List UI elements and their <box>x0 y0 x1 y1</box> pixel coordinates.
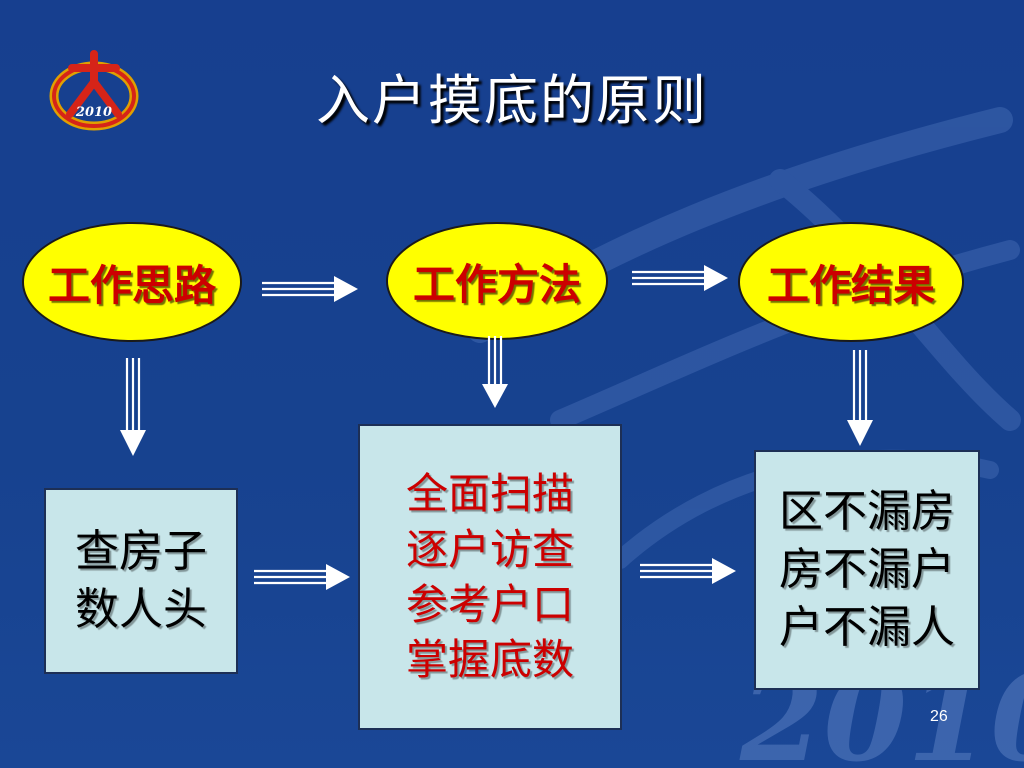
box-line: 户不漏人 <box>779 602 955 654</box>
arrow-right-icon <box>640 558 736 584</box>
arrow-right-icon <box>254 564 350 590</box>
ellipse-work-method: 工作方法 <box>386 222 608 340</box>
box-line: 逐户访查 <box>405 524 574 574</box>
ellipse-work-thinking: 工作思路 <box>22 222 242 342</box>
box-line: 查房子 <box>75 525 207 577</box>
box-check-houses: 查房子 数人头 <box>44 488 238 674</box>
box-line: 全面扫描 <box>405 469 574 519</box>
box-line: 区不漏房 <box>779 485 955 537</box>
box-line: 参考户口 <box>405 580 574 629</box>
box-line: 掌握底数 <box>405 635 574 685</box>
census-logo-icon: 2010 <box>49 50 139 131</box>
slide-title: 入户摸底的原则 <box>316 69 708 132</box>
arrow-right-icon <box>632 265 728 291</box>
box-full-scan: 全面扫描 逐户访查 参考户口 掌握底数 <box>358 424 622 730</box>
arrow-down-icon <box>482 336 508 408</box>
box-no-omission: 区不漏房 房不漏户 户不漏人 <box>754 450 980 690</box>
logo-text: 2010 <box>75 105 112 120</box>
ellipse-work-result: 工作结果 <box>738 222 964 342</box>
page-number: 26 <box>930 708 948 725</box>
box-line: 数人头 <box>75 584 207 635</box>
arrow-down-icon <box>847 350 873 446</box>
arrow-right-icon <box>262 276 358 302</box>
box-line: 房不漏户 <box>779 543 955 595</box>
arrow-down-icon <box>120 358 146 456</box>
